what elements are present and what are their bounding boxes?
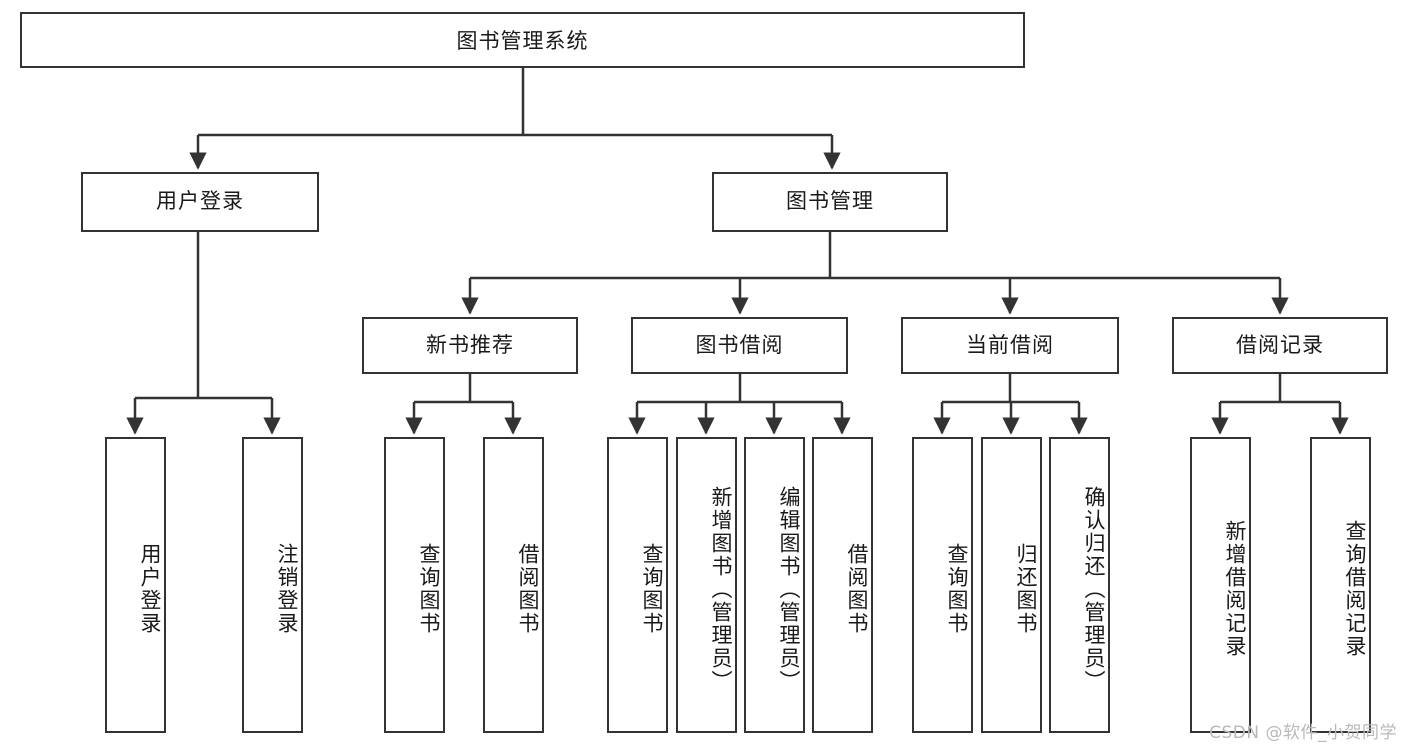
node-leaf-borrow-book-2[interactable]: 借阅图书 xyxy=(812,437,873,733)
node-leaf-add-book-label: 新增图书（管理员） xyxy=(709,485,733,693)
node-leaf-query-record-label: 查询借阅记录 xyxy=(1343,520,1367,658)
node-leaf-return-book[interactable]: 归还图书 xyxy=(981,437,1042,733)
node-borrow-record-label: 借阅记录 xyxy=(1236,332,1324,357)
node-leaf-add-record-label: 新增借阅记录 xyxy=(1223,520,1247,658)
node-leaf-borrow-book-2-label: 借阅图书 xyxy=(845,543,869,635)
node-leaf-query-book-2-label: 查询图书 xyxy=(640,543,664,635)
node-leaf-query-book-1[interactable]: 查询图书 xyxy=(384,437,445,733)
node-root-system[interactable]: 图书管理系统 xyxy=(20,12,1025,68)
node-leaf-add-record[interactable]: 新增借阅记录 xyxy=(1190,437,1251,733)
node-leaf-edit-book-label: 编辑图书（管理员） xyxy=(777,485,801,693)
node-book-borrow-label: 图书借阅 xyxy=(695,332,784,357)
node-current-borrow[interactable]: 当前借阅 xyxy=(901,317,1119,374)
node-leaf-borrow-book-1[interactable]: 借阅图书 xyxy=(483,437,544,733)
node-book-manage-label: 图书管理 xyxy=(786,189,874,214)
node-leaf-query-book-3-label: 查询图书 xyxy=(945,543,969,635)
node-current-borrow-label: 当前借阅 xyxy=(966,332,1054,357)
node-leaf-confirm-return[interactable]: 确认归还（管理员） xyxy=(1049,437,1110,733)
node-leaf-user-login-label: 用户登录 xyxy=(138,543,162,635)
node-leaf-edit-book[interactable]: 编辑图书（管理员） xyxy=(744,437,805,733)
node-leaf-query-record[interactable]: 查询借阅记录 xyxy=(1310,437,1371,733)
node-leaf-logout[interactable]: 注销登录 xyxy=(242,437,303,733)
node-leaf-logout-label: 注销登录 xyxy=(275,543,299,635)
node-leaf-add-book[interactable]: 新增图书（管理员） xyxy=(676,437,737,733)
node-root-label: 图书管理系统 xyxy=(456,29,589,53)
node-user-login-label: 用户登录 xyxy=(156,189,244,214)
node-leaf-query-book-3[interactable]: 查询图书 xyxy=(912,437,973,733)
node-new-book-recommend[interactable]: 新书推荐 xyxy=(362,317,578,374)
node-leaf-query-book-2[interactable]: 查询图书 xyxy=(607,437,668,733)
node-leaf-confirm-return-label: 确认归还（管理员） xyxy=(1082,485,1106,693)
node-leaf-borrow-book-1-label: 借阅图书 xyxy=(516,543,540,635)
node-user-login[interactable]: 用户登录 xyxy=(81,172,319,232)
node-leaf-user-login[interactable]: 用户登录 xyxy=(105,437,166,733)
node-book-manage[interactable]: 图书管理 xyxy=(712,172,948,232)
node-borrow-record[interactable]: 借阅记录 xyxy=(1172,317,1388,374)
node-leaf-query-book-1-label: 查询图书 xyxy=(417,543,441,635)
node-new-book-recommend-label: 新书推荐 xyxy=(426,332,514,357)
csdn-watermark: CSDN @软件_小贺同学 xyxy=(1209,723,1397,743)
node-leaf-return-book-label: 归还图书 xyxy=(1014,543,1038,635)
node-book-borrow[interactable]: 图书借阅 xyxy=(631,317,848,374)
